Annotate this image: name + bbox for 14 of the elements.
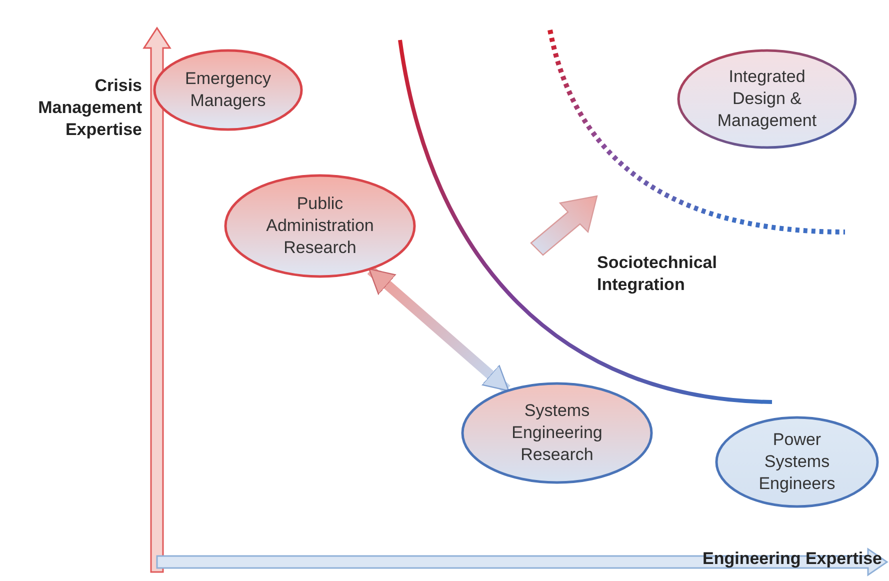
ellipse-node [677, 49, 857, 149]
ellipse-node [153, 49, 303, 131]
node-label: Power Systems Engineers [758, 429, 836, 495]
ellipse-node [461, 382, 653, 484]
ellipse-node [224, 174, 416, 278]
double-arrow [367, 266, 510, 394]
node-label: Integrated Design & Management [716, 66, 818, 132]
node-label: Systems Engineering Research [510, 400, 604, 466]
node-label: Public Administration Research [265, 193, 375, 259]
arrow-caption: Sociotechnical Integration [597, 252, 718, 296]
node-label: Emergency Managers [184, 68, 272, 112]
axis-title: Crisis Management Expertise [37, 75, 142, 141]
ellipse-node [715, 416, 879, 508]
axis-title: Engineering Expertise [702, 548, 882, 570]
